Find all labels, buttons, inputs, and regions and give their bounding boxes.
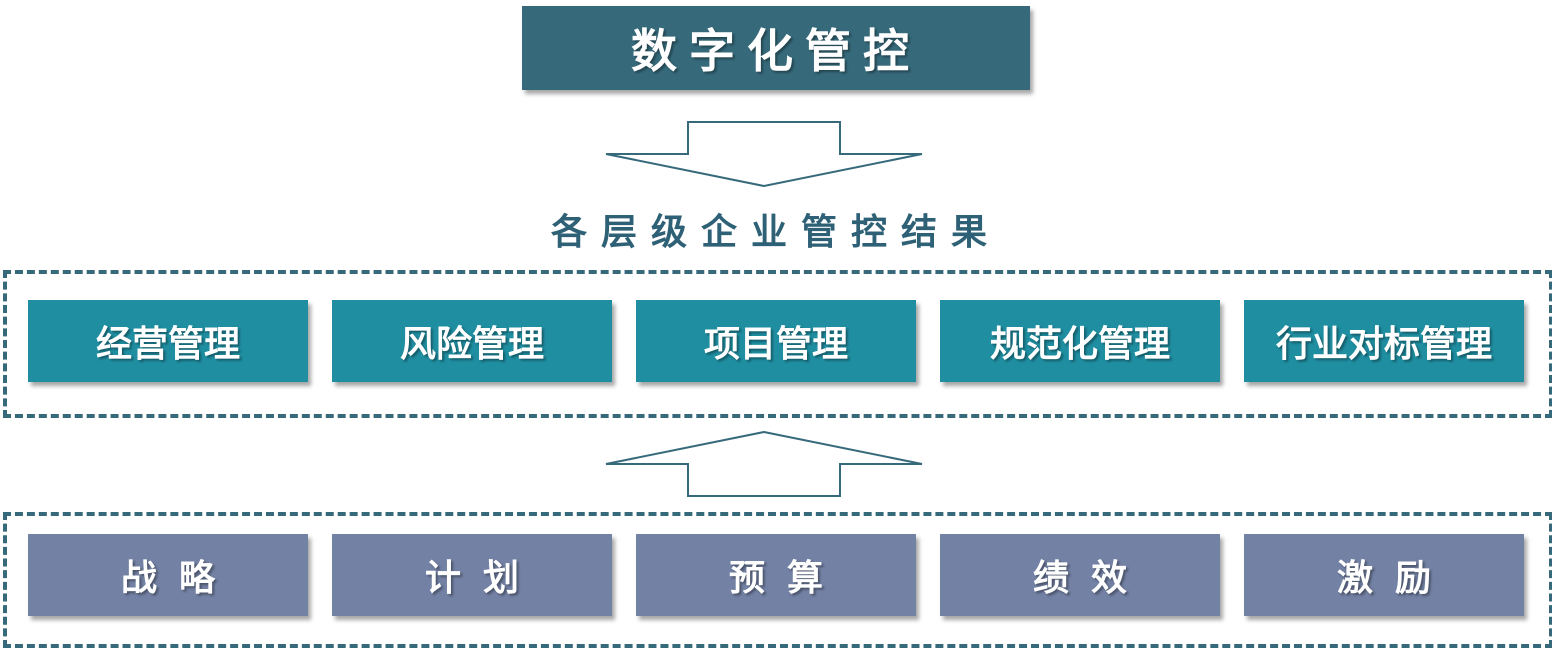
result-box-risk: 风险管理: [332, 300, 612, 382]
result-box-business: 经营管理: [28, 300, 308, 382]
means-box-budget: 预算: [636, 534, 916, 616]
title-text: 数字化管控: [631, 24, 921, 78]
results-heading: 各层级企业管控结果: [550, 212, 1001, 253]
results-group: [3, 270, 1552, 418]
arrow-down-icon: [605, 121, 923, 188]
result-box-project: 项目管理: [636, 300, 916, 382]
means-box-performance: 绩效: [940, 534, 1220, 616]
result-box-standardization: 规范化管理: [940, 300, 1220, 382]
arrow-up-icon: [605, 430, 923, 497]
means-box-plan: 计划: [332, 534, 612, 616]
results-row: 经营管理 风险管理 项目管理 规范化管理 行业对标管理: [28, 300, 1524, 382]
means-box-incentive: 激励: [1244, 534, 1524, 616]
title-box: 数字化管控: [522, 6, 1030, 90]
result-box-benchmarking: 行业对标管理: [1244, 300, 1524, 382]
means-box-strategy: 战略: [28, 534, 308, 616]
means-row: 战略 计划 预算 绩效 激励: [28, 534, 1524, 616]
